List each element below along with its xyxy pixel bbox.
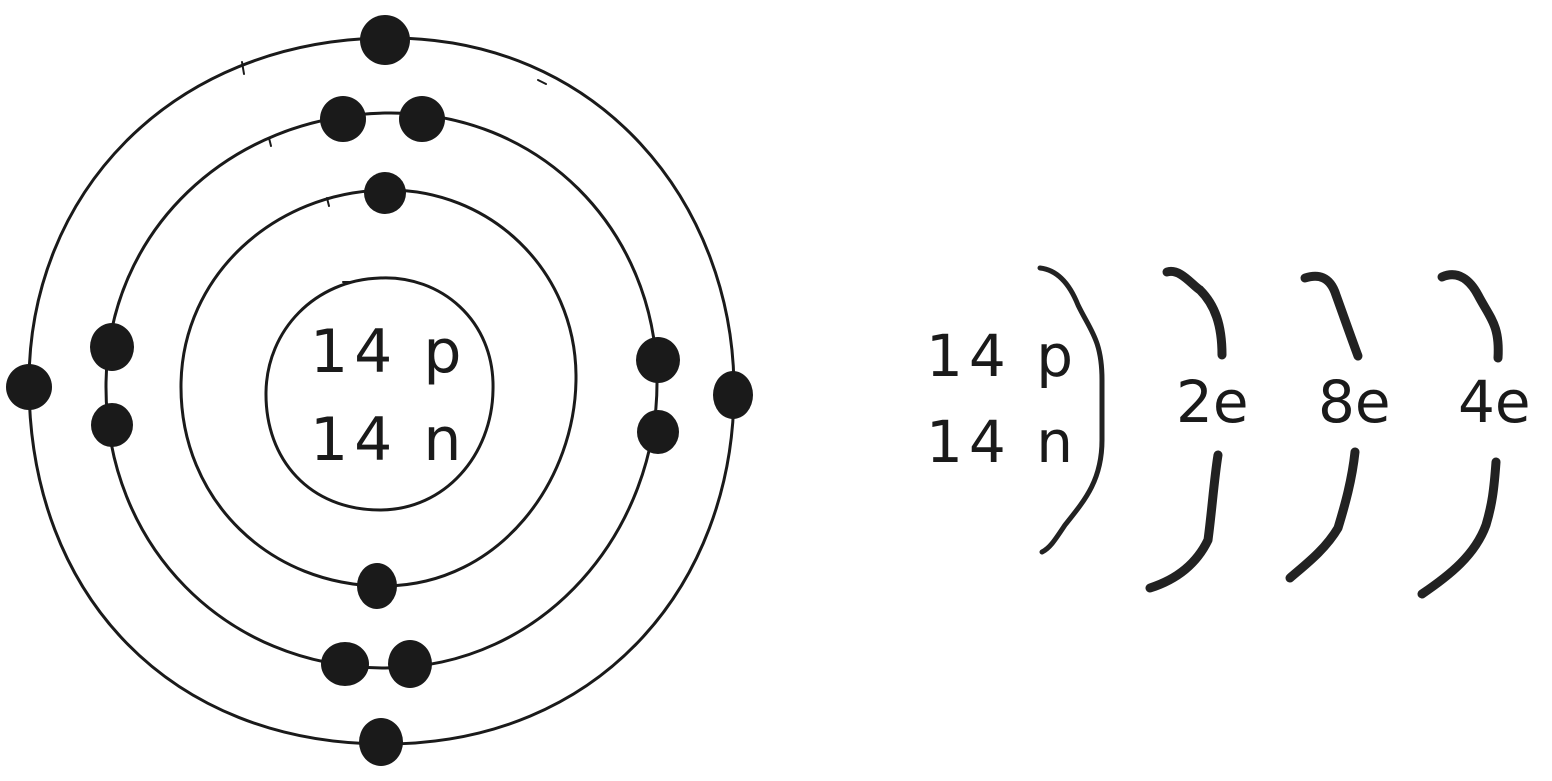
shell-3-orbit <box>27 36 736 746</box>
electron <box>6 364 52 410</box>
bohr-model: 14 p 14 n <box>6 15 753 766</box>
shell-notation: 14 p 14 n 2e 8e 4e <box>926 265 1531 599</box>
shell-2-bracket-top <box>1300 271 1363 361</box>
shell-2-electrons <box>90 96 680 688</box>
shell-1-orbit <box>179 188 578 588</box>
nucleus-neutrons-label: 14 n <box>310 405 467 475</box>
shell-3-electrons <box>6 15 753 766</box>
electron <box>320 96 366 142</box>
notation-protons-label: 14 p <box>926 322 1079 390</box>
shell-1-electrons <box>357 172 406 609</box>
electron <box>388 640 432 688</box>
electron <box>91 403 133 447</box>
shell-3-label: 4e <box>1458 368 1531 436</box>
electron <box>637 410 679 454</box>
notation-neutrons-label: 14 n <box>926 408 1079 476</box>
shell-3-bracket-top <box>1437 270 1503 363</box>
shell-1-label: 2e <box>1176 368 1249 436</box>
shell-2-orbit <box>104 111 659 670</box>
electron <box>713 371 753 419</box>
nucleus-circle <box>264 276 495 512</box>
electron <box>359 718 403 766</box>
nucleus-bracket <box>1037 265 1105 555</box>
shell-1-bracket-top <box>1162 266 1227 360</box>
electron <box>357 563 397 609</box>
electron <box>399 96 445 142</box>
electron <box>360 15 410 65</box>
shell-1-bracket-bottom <box>1145 450 1223 593</box>
shell-2-label: 8e <box>1318 368 1391 436</box>
electron <box>321 642 369 686</box>
shell-3-bracket-bottom <box>1417 457 1501 599</box>
electron <box>90 323 134 371</box>
electron <box>364 172 406 214</box>
electron <box>636 337 680 383</box>
shell-2-bracket-bottom <box>1285 447 1360 583</box>
nucleus-protons-label: 14 p <box>310 317 468 387</box>
